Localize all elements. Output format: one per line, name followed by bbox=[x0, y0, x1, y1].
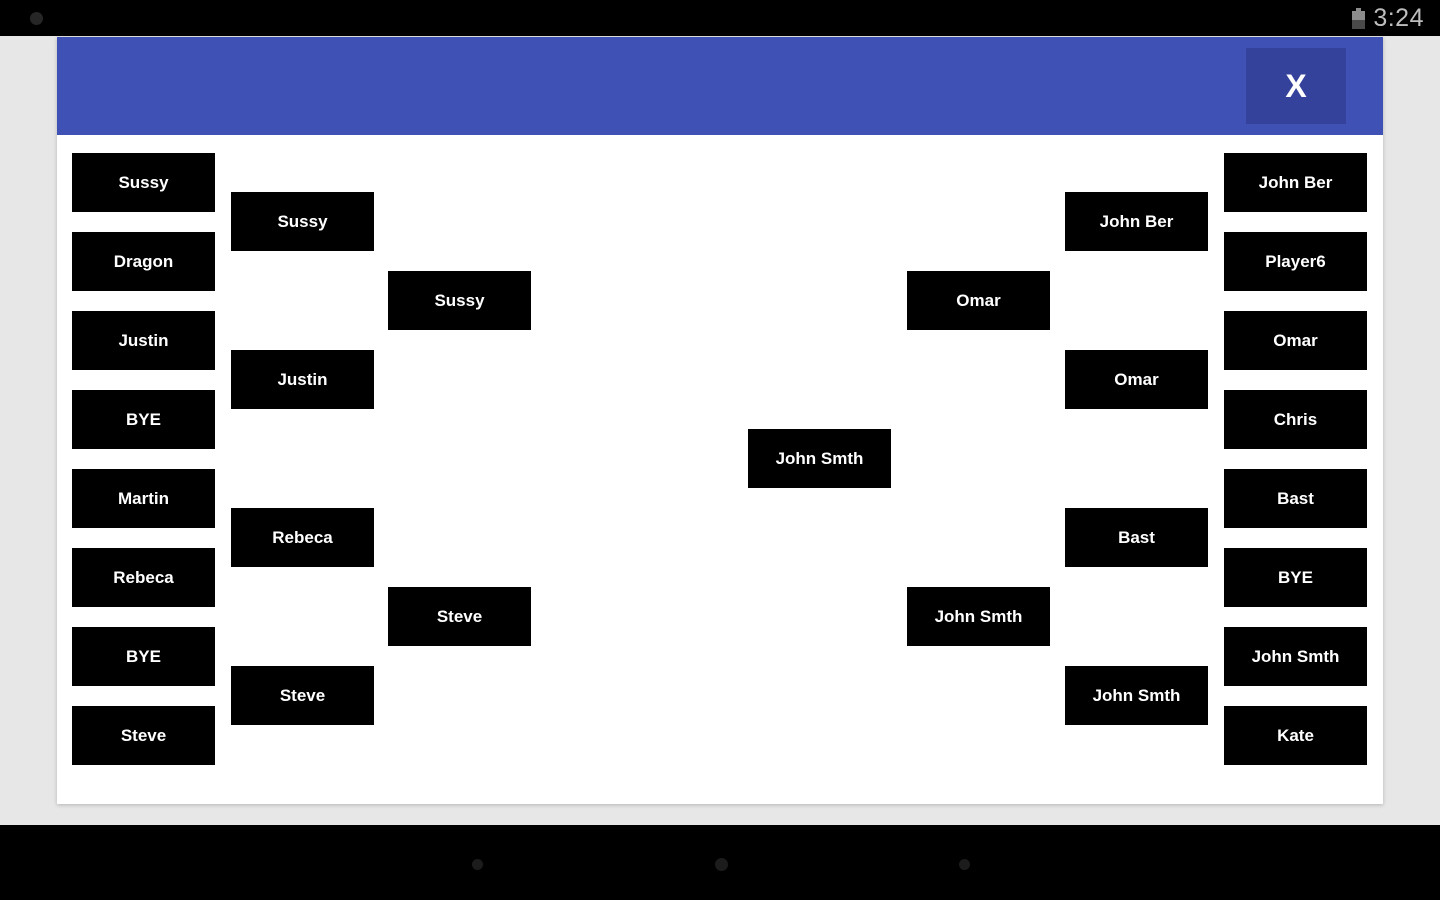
bracket-slot[interactable]: Justin bbox=[72, 311, 215, 370]
bracket-slot[interactable]: Rebeca bbox=[231, 508, 374, 567]
status-bar: 3:24 bbox=[0, 0, 1440, 36]
bracket-slot[interactable]: John Ber bbox=[1065, 192, 1208, 251]
bracket-slot[interactable]: Omar bbox=[1224, 311, 1367, 370]
bracket-slot[interactable]: John Ber bbox=[1224, 153, 1367, 212]
bracket-slot[interactable]: John Smth bbox=[1224, 627, 1367, 686]
bracket-slot[interactable]: Kate bbox=[1224, 706, 1367, 765]
bracket-slot[interactable]: Player6 bbox=[1224, 232, 1367, 291]
notification-dot-icon bbox=[30, 11, 43, 25]
bracket-slot[interactable]: John Smth bbox=[907, 587, 1050, 646]
status-bar-clock: 3:24 bbox=[1373, 3, 1424, 32]
bracket-slot[interactable]: Bast bbox=[1065, 508, 1208, 567]
bracket-slot[interactable]: Sussy bbox=[388, 271, 531, 330]
bracket-slot[interactable]: BYE bbox=[72, 390, 215, 449]
bracket-slot[interactable]: John Smth bbox=[1065, 666, 1208, 725]
bracket-slot[interactable]: Omar bbox=[907, 271, 1050, 330]
bracket-slot[interactable]: Rebeca bbox=[72, 548, 215, 607]
bracket-slot[interactable]: John Smth bbox=[748, 429, 891, 488]
close-button[interactable]: X bbox=[1246, 48, 1346, 124]
bracket-slot[interactable]: Steve bbox=[72, 706, 215, 765]
back-button-icon[interactable] bbox=[472, 859, 483, 870]
bracket-slot[interactable]: BYE bbox=[1224, 548, 1367, 607]
system-navigation-bar bbox=[0, 825, 1440, 900]
home-button-icon[interactable] bbox=[715, 858, 728, 871]
bracket-slot[interactable]: BYE bbox=[72, 627, 215, 686]
recents-button-icon[interactable] bbox=[959, 859, 970, 870]
bracket-slot[interactable]: Dragon bbox=[72, 232, 215, 291]
battery-icon bbox=[1352, 7, 1366, 29]
bracket-slot[interactable]: Justin bbox=[231, 350, 374, 409]
status-bar-right-cluster: 3:24 bbox=[1352, 4, 1424, 33]
bracket-slot[interactable]: Bast bbox=[1224, 469, 1367, 528]
bracket-slot[interactable]: Steve bbox=[231, 666, 374, 725]
bracket-slot[interactable]: Sussy bbox=[231, 192, 374, 251]
bracket-slot[interactable]: Chris bbox=[1224, 390, 1367, 449]
bracket-slot[interactable]: Martin bbox=[72, 469, 215, 528]
bracket-slot[interactable]: Steve bbox=[388, 587, 531, 646]
app-header: X bbox=[57, 37, 1383, 135]
bracket-slot[interactable]: Sussy bbox=[72, 153, 215, 212]
bracket-slot[interactable]: Omar bbox=[1065, 350, 1208, 409]
